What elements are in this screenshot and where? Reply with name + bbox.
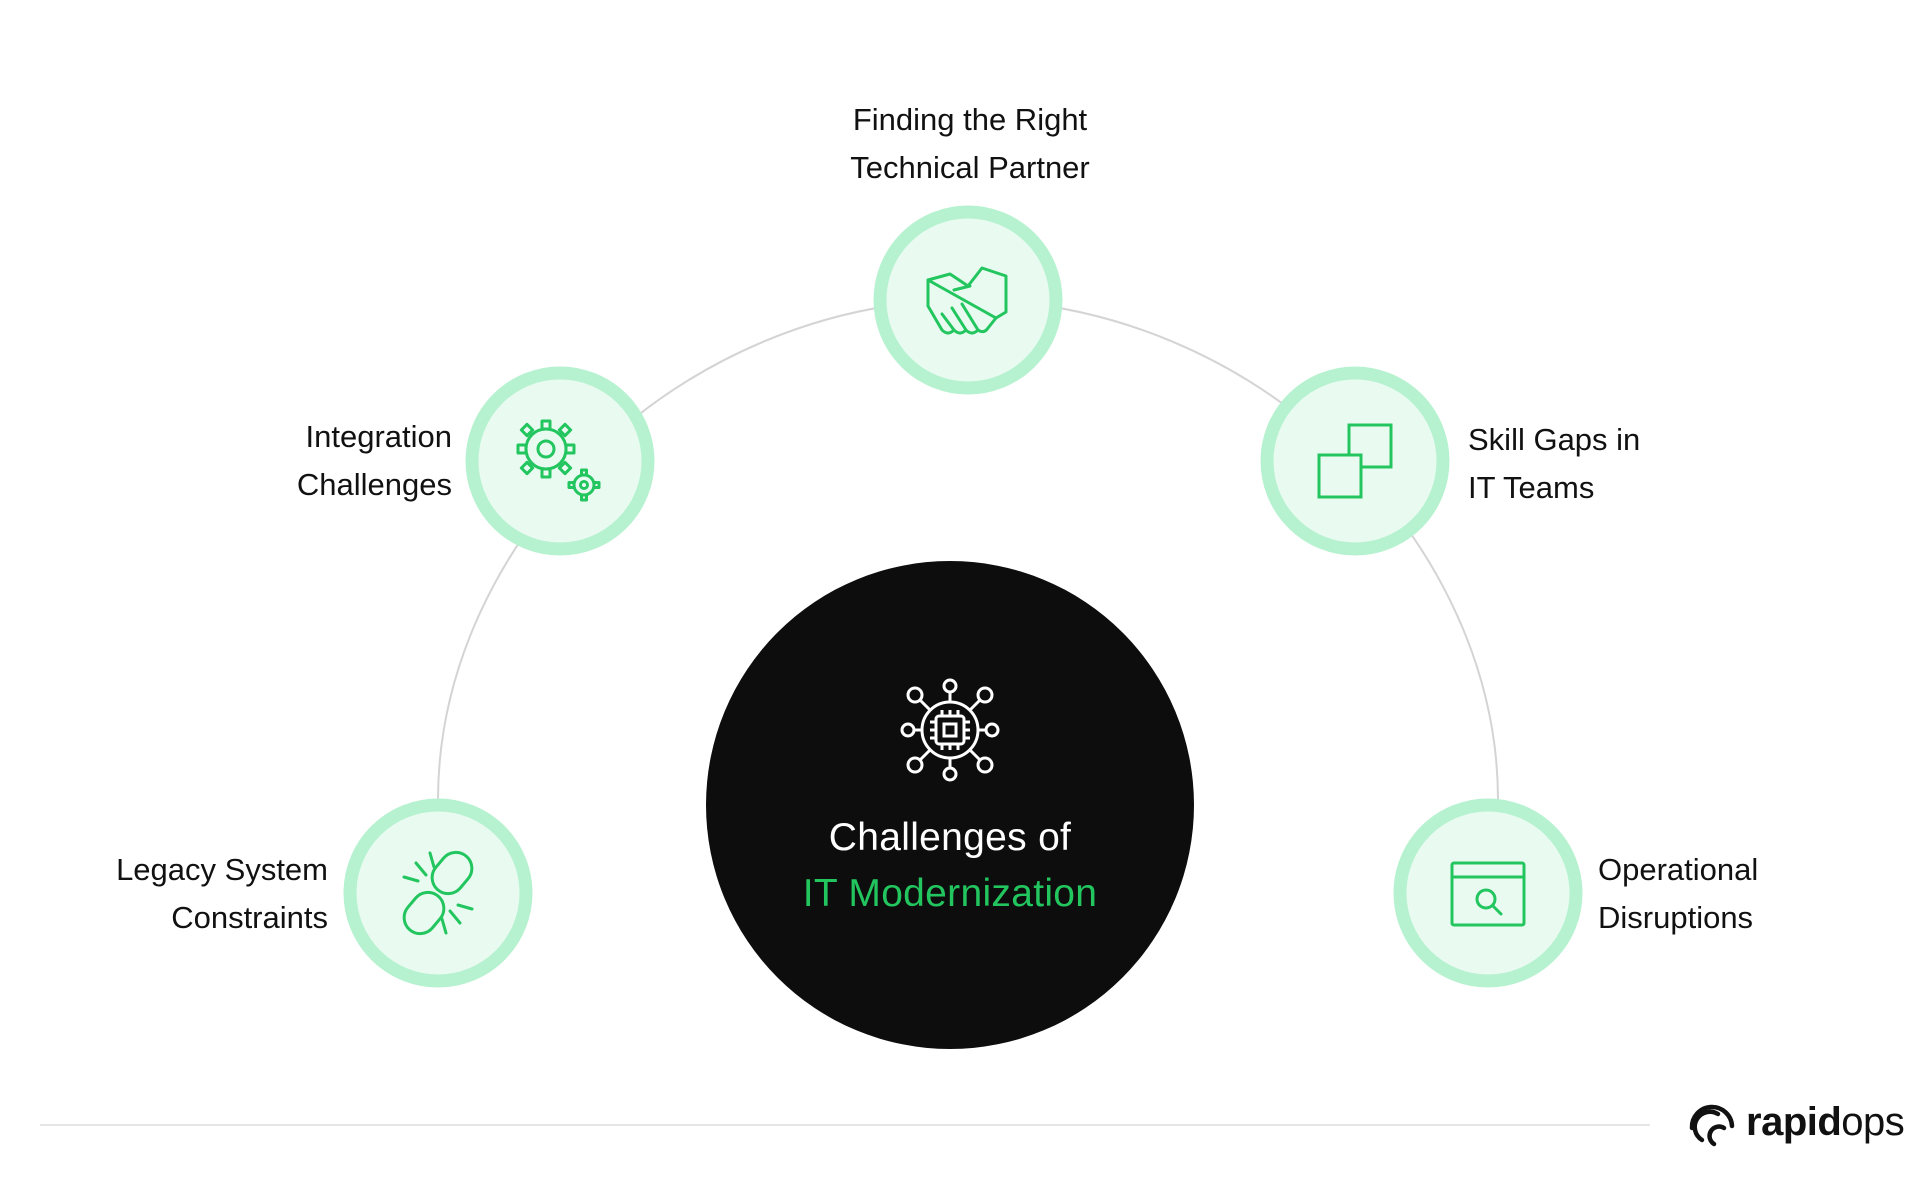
overlapping-squares-icon <box>1317 423 1393 499</box>
label-legacy: Legacy System Constraints <box>40 846 328 942</box>
node-circle-legacy <box>343 798 533 988</box>
broken-link-icon <box>402 850 474 936</box>
label-line2: Technical Partner <box>850 150 1090 185</box>
label-line2: Constraints <box>171 900 328 935</box>
gears-icon <box>516 419 601 502</box>
circuit-chip-network-icon <box>900 678 1000 782</box>
label-integration: Integration Challenges <box>190 413 452 509</box>
handshake-icon <box>926 266 1008 335</box>
center-title-line1: Challenges of <box>828 816 1072 859</box>
label-line1: Skill Gaps in <box>1468 422 1641 457</box>
brand-bold: rapid <box>1746 1099 1842 1144</box>
brand-light: ops <box>1841 1099 1905 1144</box>
label-line2: IT Teams <box>1468 470 1595 505</box>
node-circle-skill <box>1260 366 1450 556</box>
label-line1: Finding the Right <box>852 102 1088 137</box>
label-skill-gaps: Skill Gaps in IT Teams <box>1468 416 1788 512</box>
center-circle <box>706 561 1194 1049</box>
label-line1: Operational <box>1598 852 1759 887</box>
rapidops-logo-icon <box>1689 1104 1735 1147</box>
node-circle-operational <box>1393 798 1583 988</box>
center-title: Challenges of IT Modernization <box>710 810 1190 922</box>
label-finding-partner: Finding the Right Technical Partner <box>760 96 1180 192</box>
brand-wordmark: rapidops <box>1746 1099 1905 1145</box>
center-title-line2: IT Modernization <box>802 872 1098 915</box>
label-line1: Integration <box>305 419 453 454</box>
node-circle-integration <box>465 366 655 556</box>
label-operational: Operational Disruptions <box>1598 846 1898 942</box>
label-line1: Legacy System <box>116 852 328 887</box>
node-circle-top <box>873 205 1063 395</box>
label-line2: Challenges <box>296 467 452 502</box>
browser-search-icon <box>1450 861 1526 927</box>
brand-logo: rapidops <box>1690 1092 1912 1152</box>
label-line2: Disruptions <box>1598 900 1754 935</box>
